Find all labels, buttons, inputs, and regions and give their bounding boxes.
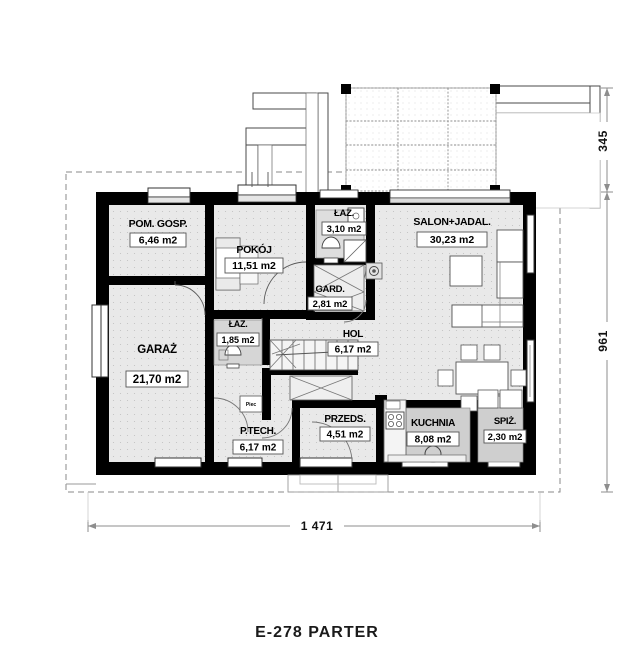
drawing-title: E-278 PARTER — [255, 624, 379, 641]
room-name-pokoj: POKÓJ — [236, 243, 272, 256]
area-box-kuchnia — [406, 431, 460, 447]
room-area-pokoj: 11,51 m2 — [232, 260, 276, 272]
area-box-przeds — [319, 426, 371, 442]
living-room-furniture — [437, 229, 527, 412]
room-label-pokoj: POKÓJ 11,51 m2 — [224, 243, 284, 274]
room-label-laz-lower: ŁAZ. 1,85 m2 — [216, 319, 260, 347]
boiler-unit: Piec — [239, 395, 263, 413]
dimension-height-upper-label: 345 — [596, 130, 610, 152]
room-name-kuchnia: KUCHNIA — [411, 418, 455, 429]
area-box-spiz — [483, 429, 527, 444]
room-name-spiz: SPIŻ. — [494, 416, 516, 427]
room-label-garaz: GARAŻ 21,70 m2 — [125, 343, 189, 388]
plot-boundary — [65, 171, 561, 493]
area-box-pom-gosp — [129, 232, 187, 248]
dimension-height-lower: 961 — [596, 192, 615, 493]
room-area-salon: 30,23 m2 — [430, 234, 475, 246]
room-name-laz-lower: ŁAZ. — [229, 319, 248, 329]
room-area-pom-gosp: 6,46 m2 — [139, 235, 178, 247]
dimension-extension-lines — [87, 492, 541, 522]
dimension-width-label: 1 471 — [301, 519, 334, 533]
room-label-pom-gosp: POM. GOSP. 6,46 m2 — [129, 218, 188, 248]
area-box-p-tech — [232, 439, 284, 455]
area-box-pokoj — [224, 257, 284, 274]
room-area-hol: 6,17 m2 — [335, 345, 372, 356]
room-name-gard: GARD. — [315, 284, 344, 295]
area-box-laz-lower — [216, 332, 260, 347]
room-name-hol: HOL — [343, 329, 363, 340]
room-name-przeds: PRZEDS. — [324, 414, 366, 425]
openings — [91, 172, 535, 468]
room-area-kuchnia: 8,08 m2 — [415, 435, 452, 446]
room-name-salon: SALON+JADAL. — [413, 216, 491, 228]
room-area-garaz: 21,70 m2 — [133, 374, 182, 386]
area-box-salon — [416, 231, 488, 248]
room-area-p-tech: 6,17 m2 — [240, 443, 277, 454]
room-label-laz-upper: ŁAZ. 3,10 m2 — [321, 208, 367, 236]
room-label-kuchnia: KUCHNIA 8,08 m2 — [406, 418, 460, 447]
dimension-width: 1 471 — [87, 518, 541, 534]
room-name-laz-upper: ŁAZ. — [334, 208, 354, 219]
entry-porch — [287, 474, 389, 493]
room-area-laz-lower: 1,85 m2 — [221, 335, 254, 345]
room-label-salon: SALON+JADAL. 30,23 m2 — [413, 216, 491, 248]
room-name-garaz: GARAŻ — [137, 343, 177, 356]
room-area-laz-upper: 3,10 m2 — [327, 224, 362, 235]
room-label-przeds: PRZEDS. 4,51 m2 — [319, 414, 371, 442]
room-area-przeds: 4,51 m2 — [327, 430, 364, 441]
room-labels: POM. GOSP. 6,46 m2 GARAŻ 21,70 m2 POKÓJ … — [125, 208, 527, 455]
dimension-height-upper: 345 — [596, 87, 615, 193]
room-label-hol: HOL 6,17 m2 — [327, 329, 379, 357]
area-box-gard — [307, 296, 353, 311]
area-box-hol — [327, 341, 379, 357]
room-name-pom-gosp: POM. GOSP. — [129, 218, 188, 230]
room-area-gard: 2,81 m2 — [313, 299, 348, 310]
room-label-spiz: SPIŻ. 2,30 m2 — [483, 416, 527, 444]
dimension-height-lower-label: 961 — [596, 330, 610, 352]
room-name-p-tech: P.TECH. — [240, 426, 277, 437]
room-area-spiz: 2,30 m2 — [488, 432, 523, 443]
boiler-label: Piec — [246, 402, 257, 408]
area-box-laz-upper — [321, 221, 367, 236]
room-label-gard: GARD. 2,81 m2 — [307, 284, 353, 311]
room-label-p-tech: P.TECH. 6,17 m2 — [232, 426, 284, 455]
area-box-garaz — [125, 370, 189, 388]
kitchen-furniture — [383, 399, 471, 463]
